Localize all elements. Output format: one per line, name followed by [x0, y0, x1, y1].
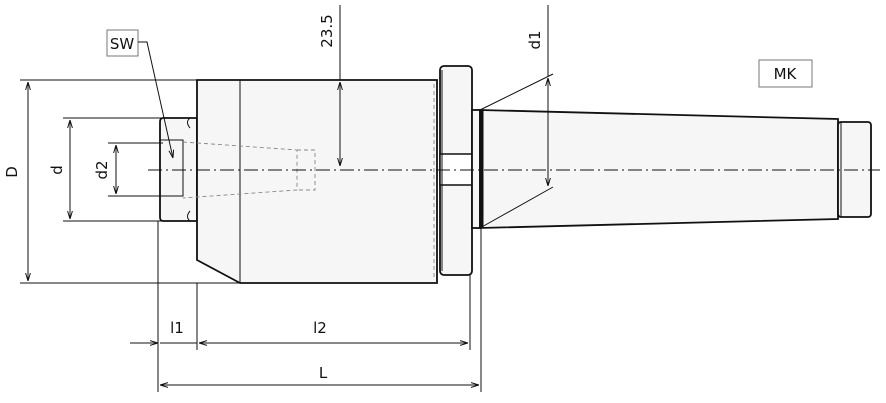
label-L: L: [319, 364, 328, 382]
morse-taper: [479, 109, 839, 229]
label-23-5: 23.5: [318, 14, 336, 47]
main-body: [196, 79, 438, 284]
sw-box: [106, 29, 139, 57]
label-D: D: [3, 166, 21, 178]
label-l2: l2: [313, 319, 327, 337]
label-MK: MK: [774, 65, 798, 83]
label-d2: d2: [93, 160, 111, 179]
label-SW: SW: [110, 35, 135, 53]
label-l1: l1: [170, 319, 184, 337]
extension-lines: [20, 73, 554, 392]
label-d: d: [48, 165, 66, 175]
label-d1: d1: [526, 30, 544, 49]
hex-socket: [159, 139, 184, 197]
mk-box: [758, 59, 813, 88]
